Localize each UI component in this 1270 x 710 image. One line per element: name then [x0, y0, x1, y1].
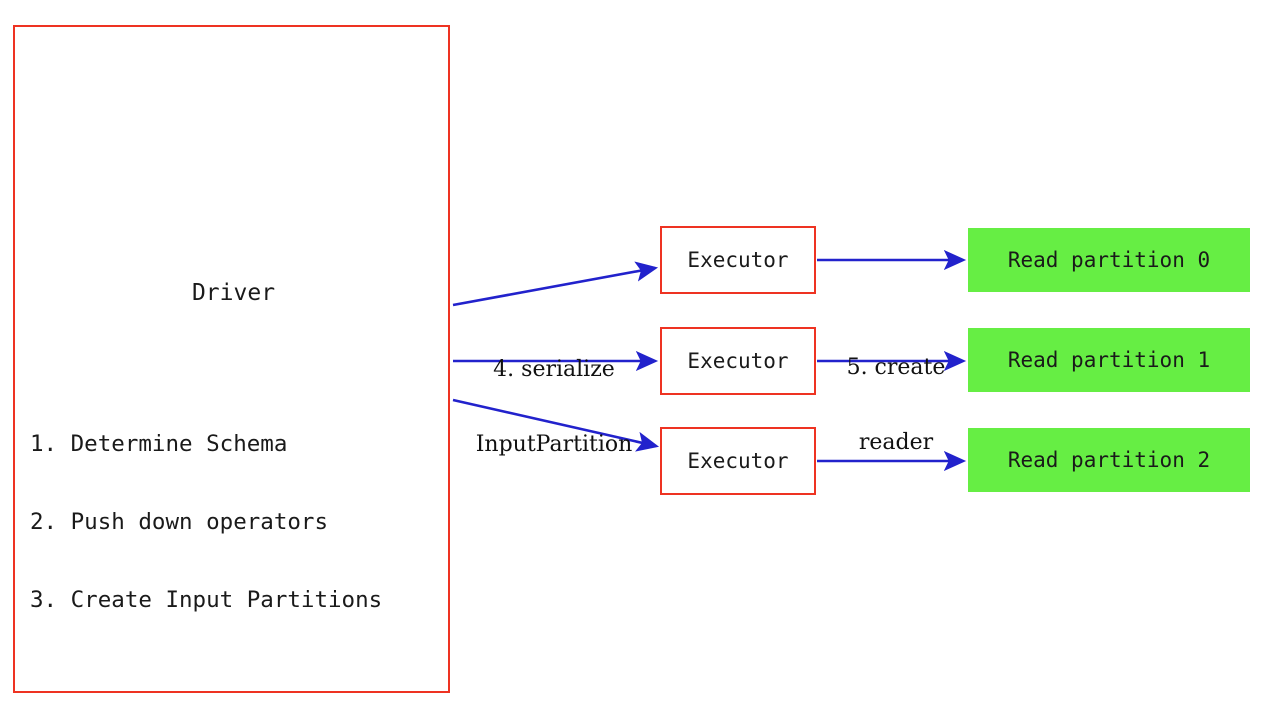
executor-box-2[interactable]: Executor: [660, 427, 816, 495]
read-partition-box-1[interactable]: Read partition 1: [968, 328, 1250, 392]
driver-step-2: 2. Push down operators: [30, 509, 329, 535]
read-partition-box-0[interactable]: Read partition 0: [968, 228, 1250, 292]
edge-label-serialize-line-2: InputPartition: [475, 432, 633, 457]
edge-label-create-reader-line-2: reader: [858, 430, 934, 455]
read-partition-box-2[interactable]: Read partition 2: [968, 428, 1250, 492]
read-partition-label-1: Read partition 1: [1007, 348, 1211, 372]
edge-label-serialize-line-1: 4. serialize: [493, 357, 615, 382]
executor-label-0: Executor: [687, 248, 789, 272]
driver-step-3: 3. Create Input Partitions: [30, 587, 383, 613]
read-partition-label-0: Read partition 0: [1007, 248, 1211, 272]
driver-title: Driver: [191, 280, 276, 306]
edge-label-serialize-inputpartition: 4. serialize InputPartition: [466, 307, 642, 507]
read-partition-label-2: Read partition 2: [1007, 448, 1211, 472]
executor-box-1[interactable]: Executor: [660, 327, 816, 395]
edge-label-create-reader: 5. create reader: [830, 305, 962, 505]
executor-label-1: Executor: [687, 349, 789, 373]
driver-steps-list: 1. Determine Schema 2. Push down operato…: [30, 379, 450, 665]
edge-label-create-reader-line-1: 5. create: [846, 355, 946, 380]
driver-step-1: 1. Determine Schema: [30, 431, 288, 457]
edge-driver-to-executor-0: [452, 261, 659, 307]
executor-box-0[interactable]: Executor: [660, 226, 816, 294]
driver-box[interactable]: Driver 1. Determine Schema 2. Push down …: [13, 25, 450, 693]
executor-label-2: Executor: [687, 449, 789, 473]
